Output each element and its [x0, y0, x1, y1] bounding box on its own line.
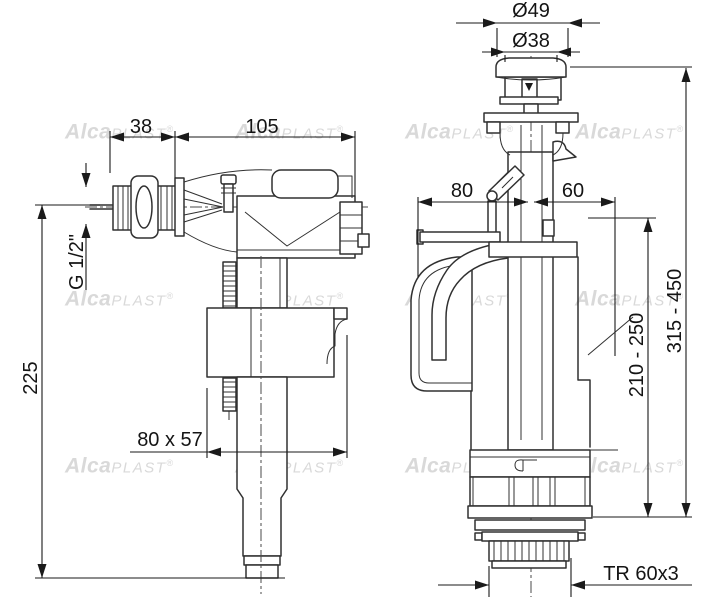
fill-valve-dimensions: 38 105 G 1/2" 225 80 x 57 — [20, 116, 356, 579]
fill-valve-side-view: 38 105 G 1/2" 225 80 x 57 — [20, 116, 370, 594]
dim-left-offset-label: 80 — [451, 180, 473, 202]
dim-total-height-label: 225 — [20, 361, 42, 394]
dim-level-range-label: 210 - 250 — [626, 313, 648, 398]
flush-valve-front-view: Ø49 Ø38 80 60 210 - 250 315 - 450 — [410, 0, 692, 597]
push-button — [483, 57, 579, 134]
lower-tube — [222, 256, 288, 594]
dim-float-size-label: 80 x 57 — [137, 429, 203, 451]
shoulder-and-brackets — [416, 132, 578, 258]
dim-shank-length-label: 38 — [130, 116, 152, 138]
valve-body — [183, 169, 370, 259]
dim-button-outer-label: Ø49 — [512, 0, 550, 22]
dim-body-length-label: 105 — [245, 116, 278, 138]
flush-valve-dimensions: Ø49 Ø38 80 60 210 - 250 315 - 450 — [417, 0, 692, 597]
float — [206, 307, 348, 378]
siphon-bell — [410, 241, 618, 451]
tank-washer — [174, 177, 185, 237]
dim-outlet-thread-label: TR 60x3 — [603, 563, 679, 585]
dim-button-inner-label: Ø38 — [512, 30, 550, 52]
dim-inlet-thread-label: G 1/2" — [66, 234, 88, 290]
dim-right-offset-label: 60 — [562, 180, 584, 202]
dim-height-range-label: 315 - 450 — [664, 269, 686, 354]
base-assembly — [467, 449, 593, 542]
hex-nut — [130, 175, 159, 239]
side-flag — [552, 140, 577, 162]
outlet-thread — [488, 540, 570, 569]
upper-tube-and-spring — [222, 257, 288, 309]
